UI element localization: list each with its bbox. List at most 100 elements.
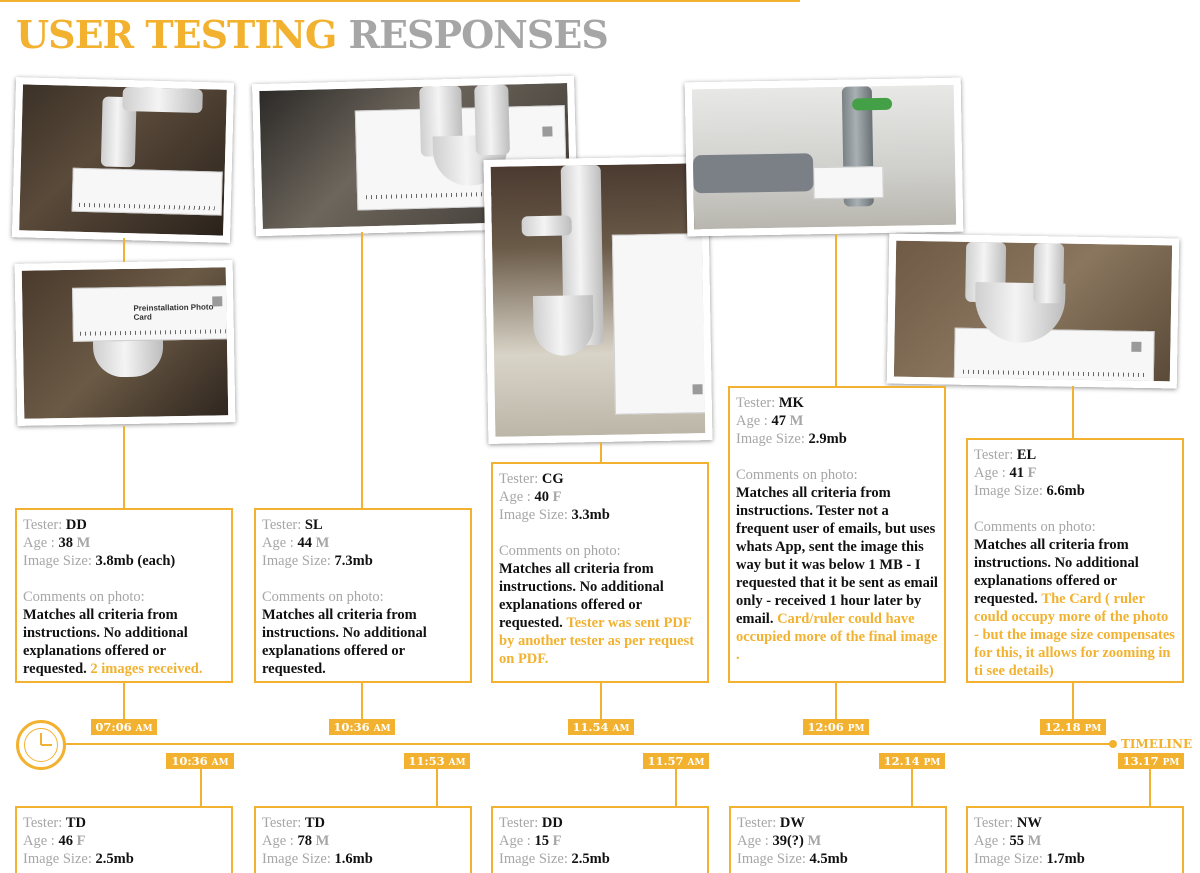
labels-age: Age : xyxy=(974,465,1006,481)
top-entries-1-image-size: 7.3mb xyxy=(334,553,373,569)
photo-dd-1 xyxy=(11,77,235,243)
timeline-times-bottom-2-period: AM xyxy=(687,758,705,768)
photo-cg xyxy=(483,156,713,444)
labels-age: Age : xyxy=(974,833,1006,849)
connector-time-1 xyxy=(123,683,125,719)
time-tag-bottom-5: 13.17 PM xyxy=(1118,753,1184,769)
labels-tester: Tester: xyxy=(736,395,776,411)
top-entries-0-sex: M xyxy=(76,535,91,551)
timeline-times-top-0-period: AM xyxy=(135,724,153,734)
timeline-times-bottom-2-time: 11.57 xyxy=(647,754,684,768)
labels-tester: Tester: xyxy=(737,815,777,831)
timeline-label: TIMELINE xyxy=(1121,737,1193,751)
info-box-nw: Tester: NW Age : 55 M Image Size: 1.7mb xyxy=(966,806,1184,873)
top-entries-4-highlight: The Card ( ruler could occupy more of th… xyxy=(974,591,1175,679)
time-tag-bottom-2: 11:53 AM xyxy=(404,753,470,769)
top-entries-0-age: 38 xyxy=(58,535,73,551)
top-entries-2-highlight: Tester was sent PDF by another tester as… xyxy=(499,615,695,667)
photo-mk xyxy=(684,77,964,237)
bottom-entries-4-sex: M xyxy=(1027,833,1042,849)
connector-photo-dd xyxy=(123,238,125,262)
top-entries-3-highlight: Card/ruler could have occupied more of t… xyxy=(736,611,938,663)
time-tag-top-5: 12.18 PM xyxy=(1040,719,1106,735)
top-rule xyxy=(0,0,800,2)
connector-box-sl xyxy=(361,232,363,508)
timeline-times-top-3-period: PM xyxy=(847,724,865,734)
top-entries-1-sex: M xyxy=(315,535,330,551)
labels-image-size: Image Size: xyxy=(737,851,806,867)
connector-box-cg xyxy=(600,442,602,462)
timeline-times-top-1-time: 10:36 xyxy=(333,720,370,734)
connector-bottom-4 xyxy=(911,768,913,806)
bottom-entries-3-tester: DW xyxy=(779,815,805,831)
top-entries-3-image-size: 2.9mb xyxy=(808,431,847,447)
bottom-entries-2-image-size: 2.5mb xyxy=(571,851,610,867)
connector-time-2 xyxy=(361,683,363,719)
photo-dd-2: Preinstallation Photo Card xyxy=(14,260,236,426)
labels-tester: Tester: xyxy=(262,517,302,533)
labels-image-size: Image Size: xyxy=(23,553,92,569)
timeline-times-bottom-4-period: PM xyxy=(1162,758,1180,768)
bottom-entries-3-image-size: 4.5mb xyxy=(809,851,848,867)
top-entries-2-comment: Matches all criteria from instructions. … xyxy=(499,561,664,631)
time-tag-bottom-1: 10:36 AM xyxy=(166,753,234,769)
top-entries-1-comment: Matches all criteria from instructions. … xyxy=(262,607,427,677)
timeline-times-top-4-time: 12.18 xyxy=(1044,720,1081,734)
bottom-entries-4-tester: NW xyxy=(1016,815,1042,831)
info-box-dd: Tester: DD Age : 38 M Image Size: 3.8mb … xyxy=(15,508,233,683)
connector-bottom-2 xyxy=(436,768,438,806)
labels-image-size: Image Size: xyxy=(262,553,331,569)
timeline-times-bottom-0-period: AM xyxy=(211,758,229,768)
top-entries-3-tester: MK xyxy=(778,395,804,411)
top-entries-4-tester: EL xyxy=(1016,447,1037,463)
connector-box-el xyxy=(1072,386,1074,438)
top-entries-1-age: 44 xyxy=(297,535,312,551)
labels-age: Age : xyxy=(262,833,294,849)
labels-age: Age : xyxy=(262,535,294,551)
time-tag-top-3: 11.54 AM xyxy=(568,719,634,735)
top-entries-2-image-size: 3.3mb xyxy=(571,507,610,523)
bottom-entries-0-image-size: 2.5mb xyxy=(95,851,134,867)
bottom-entries-3-age: 39(?) xyxy=(772,833,804,849)
labels-tester: Tester: xyxy=(499,471,539,487)
bottom-entries-2-tester: DD xyxy=(541,815,563,831)
time-tag-bottom-4: 12.14 PM xyxy=(879,753,945,769)
connector-bottom-1 xyxy=(200,768,202,806)
labels-tester: Tester: xyxy=(974,815,1014,831)
bottom-entries-1-age: 78 xyxy=(297,833,312,849)
bottom-entries-3-sex: M xyxy=(807,833,822,849)
timeline-times-top-3-time: 12:06 xyxy=(807,720,844,734)
top-entries-4-comment: Matches all criteria from instructions. … xyxy=(974,537,1139,607)
time-tag-top-2: 10:36 AM xyxy=(329,719,395,735)
timeline-times-bottom-3-period: PM xyxy=(923,758,941,768)
connector-bottom-3 xyxy=(675,768,677,806)
labels-age: Age : xyxy=(23,535,55,551)
timeline-times-top-2-period: AM xyxy=(612,724,630,734)
labels-age: Age : xyxy=(736,413,768,429)
photo-el xyxy=(886,233,1180,389)
labels-tester: Tester: xyxy=(262,815,302,831)
connector-time-3 xyxy=(600,683,602,719)
bottom-entries-0-age: 46 xyxy=(58,833,73,849)
timeline-times-bottom-1-time: 11:53 xyxy=(408,754,445,768)
timeline-times-top-1-period: AM xyxy=(373,724,391,734)
labels-tester: Tester: xyxy=(23,815,63,831)
labels-age: Age : xyxy=(499,833,531,849)
timeline-end-dot xyxy=(1109,740,1117,748)
top-entries-0-highlight: 2 images received. xyxy=(90,661,203,677)
info-box-cg: Tester: CG Age : 40 F Image Size: 3.3mb … xyxy=(491,462,709,683)
page-title: USER TESTING RESPONSES xyxy=(16,12,609,57)
timeline-times-top-0-time: 07:06 xyxy=(95,720,132,734)
timeline-times-top-2-time: 11.54 xyxy=(572,720,609,734)
labels-age: Age : xyxy=(499,489,531,505)
bottom-entries-4-image-size: 1.7mb xyxy=(1046,851,1085,867)
connector-time-5 xyxy=(1072,683,1074,719)
connector-box-mk xyxy=(835,234,837,386)
bottom-entries-1-tester: TD xyxy=(304,815,326,831)
timeline-times-bottom-3-time: 12.14 xyxy=(883,754,920,768)
labels-image-size: Image Size: xyxy=(499,851,568,867)
labels-tester: Tester: xyxy=(974,447,1014,463)
clock-icon xyxy=(16,720,66,770)
connector-time-4 xyxy=(835,683,837,719)
top-entries-0-comment: Matches all criteria from instructions. … xyxy=(23,607,188,677)
